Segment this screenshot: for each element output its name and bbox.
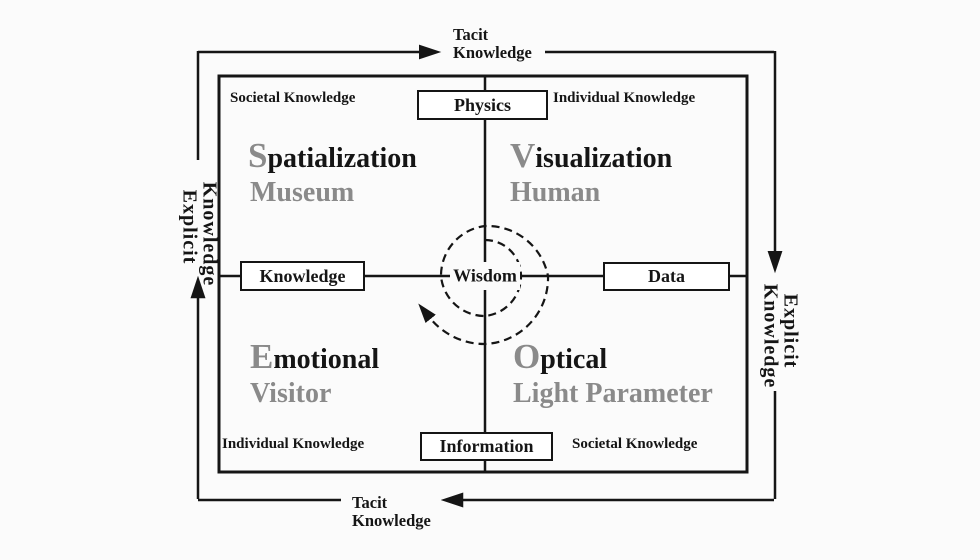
tacit-knowledge-label-top: Tacit Knowledge [453, 26, 532, 61]
explicit-left-word2: Knowledge [198, 181, 221, 287]
physics-box: Physics [417, 90, 548, 120]
corner-label-bottom-right: Societal Knowledge [572, 436, 698, 452]
quadrant-bottom-right-title: Optical [513, 337, 607, 377]
corner-label-top-left: Societal Knowledge [230, 90, 356, 106]
quadrant-top-left-rest: patialization [267, 143, 417, 174]
tacit-bottom-line1: Tacit [352, 493, 388, 512]
quadrant-bottom-left-title: Emotional [250, 337, 379, 377]
information-box: Information [420, 432, 553, 461]
quadrant-bottom-left-rest: motional [273, 344, 380, 375]
explicit-right-word1: Explicit [779, 293, 802, 369]
corner-label-top-right: Individual Knowledge [553, 90, 696, 106]
wisdom-label-backing [450, 262, 520, 290]
quadrant-top-right-initial: V [510, 136, 536, 175]
quadrant-top-right-title: Visualization [510, 136, 672, 176]
quadrant-bottom-left-initial: E [250, 337, 274, 376]
quadrant-bottom-right-subtitle: Light Parameter [513, 378, 713, 409]
tacit-top-line2: Knowledge [453, 42, 532, 62]
knowledge-box-label: Knowledge [259, 265, 346, 286]
data-box-label: Data [648, 266, 685, 286]
wisdom-label: Wisdom [453, 265, 517, 286]
knowledge-box: Knowledge [240, 261, 365, 291]
quadrant-bottom-right-initial: O [513, 337, 541, 376]
quadrant-bottom-right-rest: ptical [540, 344, 608, 375]
physics-box-label: Physics [453, 94, 511, 115]
quadrant-top-left-subtitle: Museum [250, 177, 355, 208]
tacit-bottom-line2: Knowledge [352, 510, 431, 530]
tacit-top-line1: Tacit [453, 25, 489, 44]
quadrant-top-right-subtitle: Human [510, 177, 601, 208]
quadrant-frame [217, 74, 749, 474]
tacit-knowledge-label-bottom: Tacit Knowledge [352, 494, 431, 529]
quadrant-top-left-title: Spatialization [248, 136, 417, 176]
corner-label-bottom-left: Individual Knowledge [222, 436, 365, 452]
quadrant-top-left-initial: S [248, 136, 268, 175]
information-box-label: Information [439, 436, 534, 456]
quadrant-top-right-rest: isualization [535, 143, 673, 174]
data-box: Data [603, 262, 730, 291]
quadrant-bottom-left-subtitle: Visitor [250, 378, 332, 409]
